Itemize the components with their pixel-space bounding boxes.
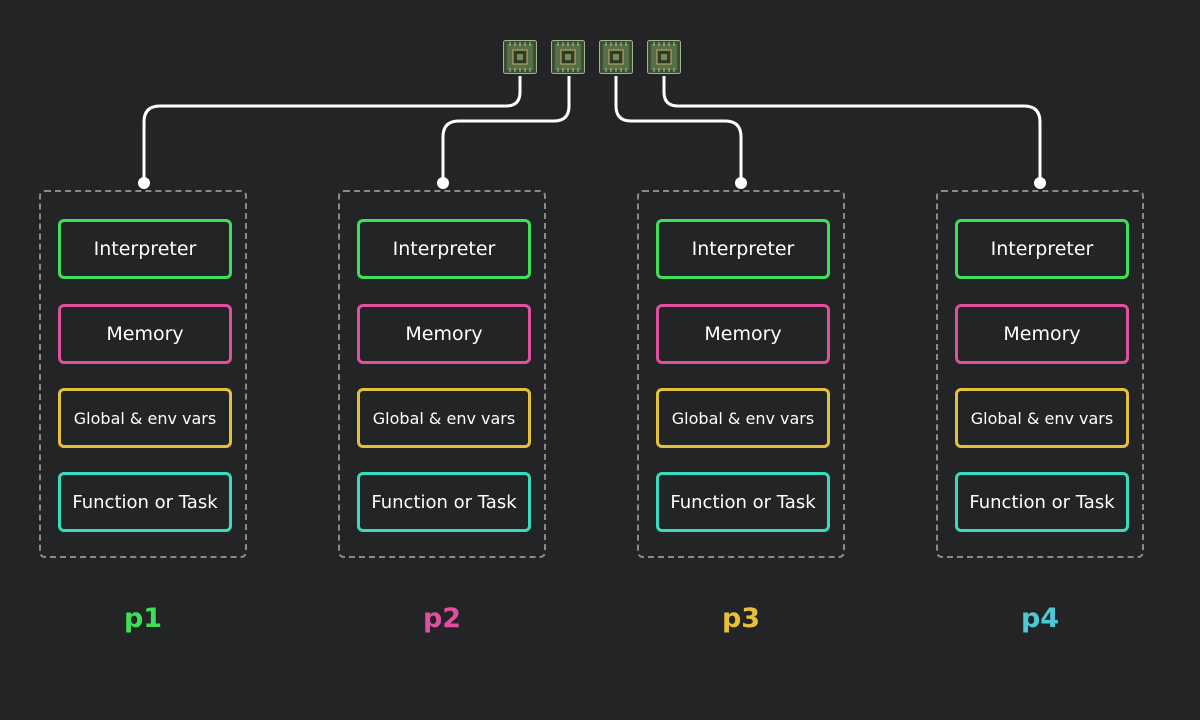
- connector-dot-p3: [735, 177, 747, 189]
- cpu-chip-icon: [551, 40, 585, 74]
- process-label-p1: p1: [123, 603, 163, 634]
- interpreter-box: Interpreter: [357, 219, 531, 279]
- connector-dot-p2: [437, 177, 449, 189]
- interpreter-box: Interpreter: [955, 219, 1129, 279]
- globals-box: Global & env vars: [656, 388, 830, 448]
- function-box: Function or Task: [357, 472, 531, 532]
- memory-box: Memory: [58, 304, 232, 364]
- function-box: Function or Task: [955, 472, 1129, 532]
- connector-cpu1-p1: [142, 76, 522, 182]
- process-label-p2: p2: [422, 603, 462, 634]
- memory-box: Memory: [955, 304, 1129, 364]
- process-container-p3: Interpreter Memory Global & env vars Fun…: [637, 190, 845, 558]
- globals-box: Global & env vars: [58, 388, 232, 448]
- interpreter-box: Interpreter: [58, 219, 232, 279]
- globals-box: Global & env vars: [955, 388, 1129, 448]
- globals-box: Global & env vars: [357, 388, 531, 448]
- process-container-p2: Interpreter Memory Global & env vars Fun…: [338, 190, 546, 558]
- connector-dot-p1: [138, 177, 150, 189]
- cpu-chip-icon: [647, 40, 681, 74]
- interpreter-box: Interpreter: [656, 219, 830, 279]
- cpu-chip-icon: [503, 40, 537, 74]
- connector-cpu2-p2: [441, 76, 571, 182]
- function-box: Function or Task: [656, 472, 830, 532]
- process-container-p4: Interpreter Memory Global & env vars Fun…: [936, 190, 1144, 558]
- memory-box: Memory: [656, 304, 830, 364]
- connector-cpu3-p3: [614, 76, 743, 182]
- process-label-p3: p3: [721, 603, 761, 634]
- cpu-chip-icon: [599, 40, 633, 74]
- memory-box: Memory: [357, 304, 531, 364]
- process-label-p4: p4: [1020, 603, 1060, 634]
- connector-dot-p4: [1034, 177, 1046, 189]
- function-box: Function or Task: [58, 472, 232, 532]
- process-container-p1: Interpreter Memory Global & env vars Fun…: [39, 190, 247, 558]
- connector-cpu4-p4: [662, 76, 1042, 182]
